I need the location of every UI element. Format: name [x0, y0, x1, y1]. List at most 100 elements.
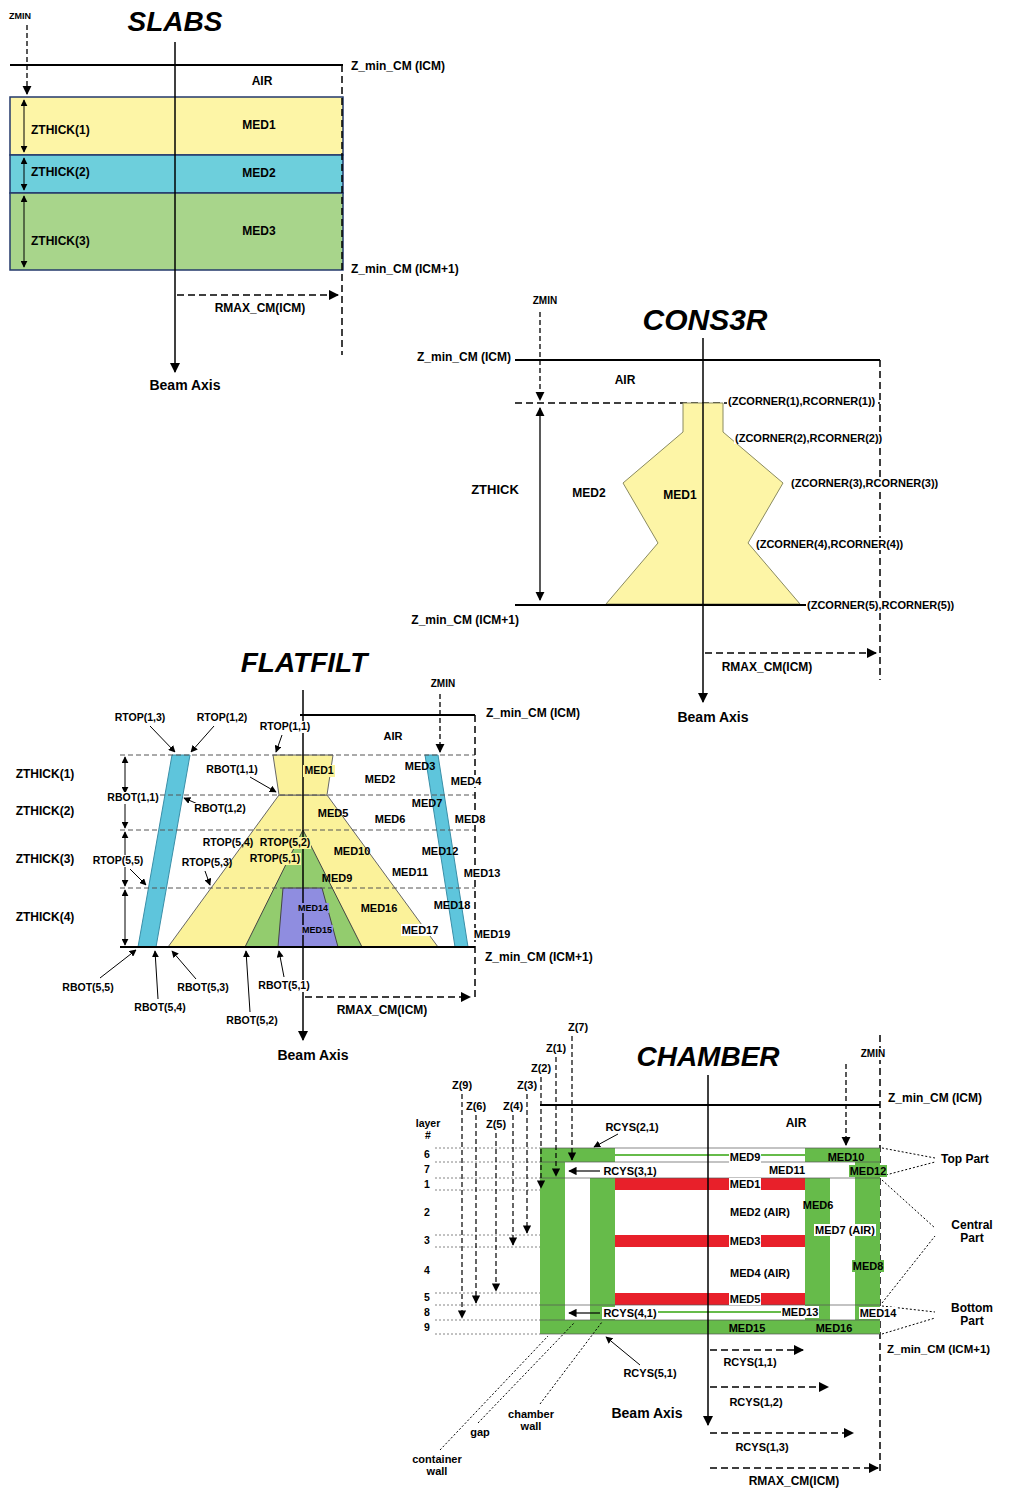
flatfilt-figure: [172, 951, 196, 979]
chamber-figure: [590, 1178, 615, 1320]
medium-label: MED16: [815, 1322, 854, 1334]
flatfilt-figure: [300, 714, 475, 716]
zmin-label: ZMIN: [430, 678, 456, 689]
dimension-label: (ZCORNER(3),RCORNER(3)): [790, 477, 939, 489]
slabs-figure: [24, 100, 25, 152]
layer-number: 2: [423, 1207, 431, 1219]
layer-number: 8: [423, 1307, 431, 1319]
chamber-figure: [606, 1337, 640, 1365]
dimension-label: RCYS(1,2): [728, 1396, 783, 1408]
dimension-label: ZTHICK(3): [15, 853, 76, 866]
medium-label: MED16: [360, 902, 399, 914]
callout-label: Bottom Part: [940, 1302, 1004, 1329]
slabs-figure: [177, 294, 338, 296]
callout-label: Central Part: [940, 1219, 1004, 1246]
dimension-label: (ZCORNER(5),RCORNER(5)): [806, 599, 955, 611]
medium-label: MED18: [433, 899, 472, 911]
dimension-label: RTOP(5,5): [92, 855, 145, 867]
layer-guide: [435, 1305, 540, 1306]
flatfilt-figure: [305, 996, 470, 998]
chamber-figure: [435, 1035, 935, 1475]
medium-label: MED3: [404, 760, 437, 772]
flatfilt-figure: [120, 888, 475, 889]
dimension-label: Z_min_CM (ICM+1): [350, 263, 460, 276]
layer-number: 7: [423, 1164, 431, 1176]
slabs-figure: [10, 155, 343, 193]
part-bracket: [882, 1318, 935, 1334]
medium-label: MED7: [411, 797, 444, 809]
flatfilt-figure: [205, 871, 210, 885]
layer-number: 4: [423, 1265, 431, 1277]
dimension-label: RTOP(1,3): [114, 712, 167, 724]
z-arrow: [461, 1094, 462, 1318]
flatfilt-figure: [276, 735, 282, 752]
medium-label: AIR: [383, 730, 404, 742]
dimension-label: RTOP(5,3): [181, 857, 234, 869]
axis-label: Beam Axis: [276, 1048, 349, 1064]
medium-label: MED4 (AIR): [729, 1267, 791, 1279]
chamber-figure: [540, 1148, 615, 1162]
chamber-figure: [540, 1162, 565, 1334]
part-bracket: [882, 1148, 935, 1158]
dimension-label: ZTHICK(1): [30, 124, 91, 137]
z-arrow: [512, 1115, 513, 1245]
medium-label: MED1: [662, 489, 697, 502]
cons3r-figure: [539, 312, 540, 400]
medium-label: MED7 (AIR): [814, 1224, 876, 1236]
medium-label: MED8: [852, 1260, 885, 1272]
medium-label: MED14: [859, 1307, 898, 1319]
slab-layer: MED2: [10, 155, 343, 193]
flatfilt-figure: [191, 726, 214, 752]
medium-label: MED5: [317, 807, 350, 819]
medium-label: AIR: [251, 75, 274, 88]
medium-label: MED3: [242, 225, 275, 238]
chamber-figure: [540, 1320, 880, 1334]
chamber-figure: [710, 1467, 878, 1469]
z-arrow: [571, 1036, 572, 1160]
dimension-label: ZTHICK(2): [15, 805, 76, 818]
slabs-figure: [174, 42, 176, 372]
dimension-label: Z_min_CM (ICM): [416, 351, 512, 364]
dimension-label: Z_min_CM (ICM+1): [484, 951, 594, 964]
slabs-figure: [26, 25, 27, 94]
slabs-figure: [10, 64, 343, 66]
cons3r-figure: [702, 338, 704, 702]
layer-number: 6: [423, 1149, 431, 1161]
flatfilt-figure: [279, 951, 284, 977]
chamber-figure: [710, 1386, 828, 1388]
flatfilt-figure: [120, 795, 475, 796]
flatfilt-figure: [120, 946, 475, 948]
flatfilt-figure: [125, 757, 126, 793]
dimension-label: RCYS(2,1): [604, 1121, 659, 1133]
medium-label: MED9: [321, 872, 354, 884]
module-title: CONS3R: [641, 303, 768, 337]
dimension-label: RCYS(4,1): [602, 1307, 657, 1319]
z-arrow: [495, 1133, 496, 1291]
flatfilt-figure: [120, 755, 475, 756]
medium-label: MED5: [729, 1293, 762, 1305]
medium-label: MED6: [374, 813, 407, 825]
medium-label: AIR: [785, 1117, 808, 1130]
dimension-label: Z(6): [465, 1100, 487, 1112]
medium-label: MED12: [849, 1165, 888, 1177]
cons3r-figure: [515, 312, 880, 702]
flatfilt-figure: [138, 755, 190, 947]
dimension-label: ZTHICK: [470, 483, 520, 498]
z-arrow: [540, 1077, 541, 1188]
layer-guide: [435, 1190, 540, 1191]
flatfilt-figure: [130, 869, 146, 885]
cons3r-figure: [539, 408, 540, 600]
cons3r-figure: [705, 652, 876, 654]
layer-number: 5: [423, 1292, 431, 1304]
dimension-label: ZTHICK(2): [30, 166, 91, 179]
dimension-label: RBOT(1,1): [205, 764, 258, 776]
dimension-label: Z(3): [516, 1079, 538, 1091]
layer-guide: [435, 1235, 540, 1236]
dimension-label: RMAX_CM(ICM): [336, 1004, 429, 1017]
layer-guide: [435, 1162, 540, 1163]
dimension-label: RBOT(1,1): [106, 792, 159, 804]
part-bracket: [882, 1180, 935, 1228]
medium-label: MED4: [450, 775, 483, 787]
dimension-label: RTOP(5,1): [249, 853, 302, 865]
